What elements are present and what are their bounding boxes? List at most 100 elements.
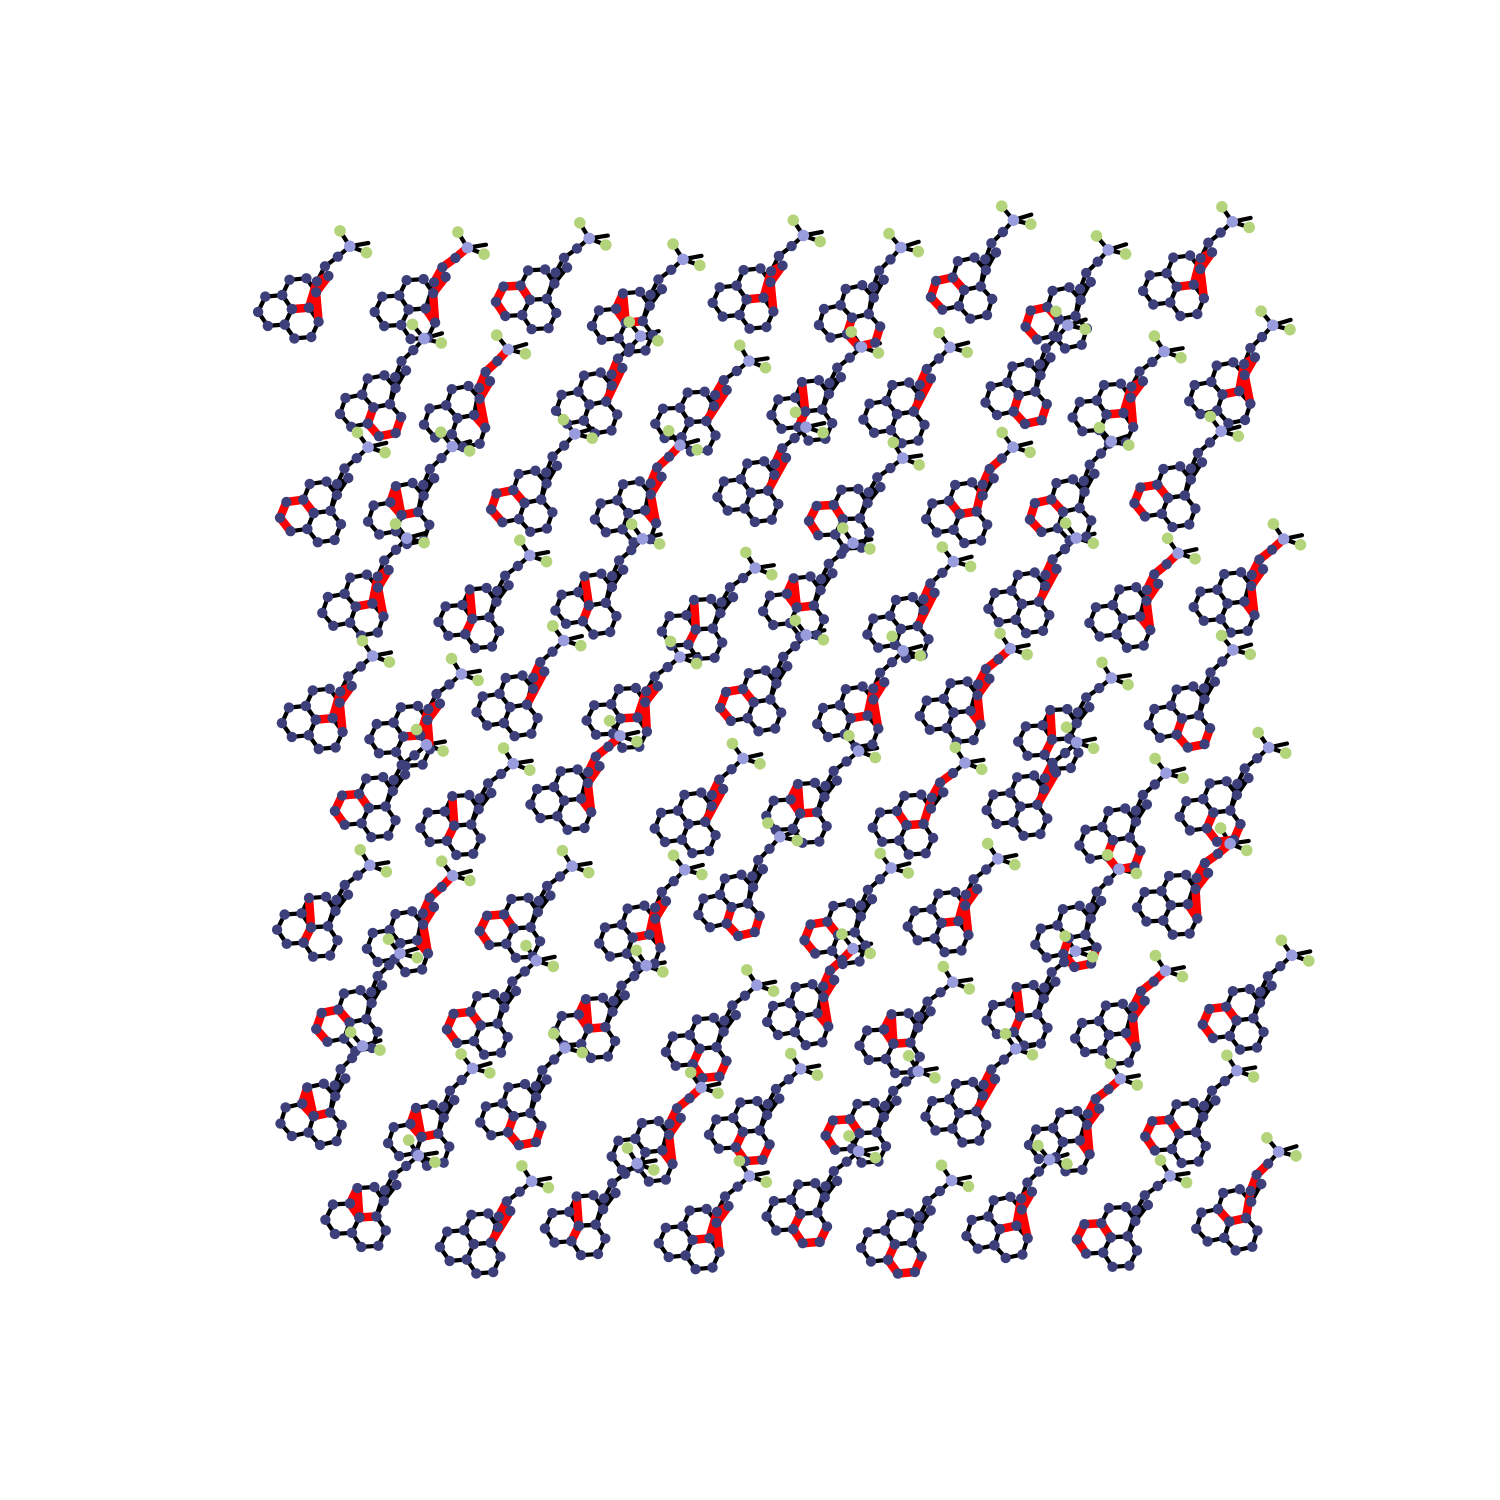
carbon-atom: [599, 922, 611, 933]
carbon-atom: [1022, 1233, 1033, 1244]
nitrogen-atom: [366, 650, 379, 662]
carbon-atom: [1105, 1232, 1116, 1243]
carbon-atom: [1082, 1108, 1093, 1120]
carbon-atom: [925, 1006, 936, 1017]
carbon-atom: [1139, 886, 1150, 898]
carbon-atom: [336, 790, 348, 801]
carbon-atom: [539, 666, 550, 677]
carbon-atom: [1103, 805, 1114, 817]
carbon-atom: [1107, 1261, 1118, 1273]
molecule-atoms: [550, 316, 664, 439]
carbon-atom: [830, 529, 841, 540]
fluorine-atom: [1149, 949, 1162, 962]
carbon-atom: [714, 774, 725, 785]
carbon-atom: [456, 1074, 467, 1086]
carbon-atom: [916, 1251, 927, 1262]
fluorine-atom: [964, 560, 977, 573]
fluorine-atom: [514, 534, 526, 546]
carbon-atom: [1115, 378, 1127, 389]
carbon-atom: [799, 935, 810, 946]
carbon-atom: [879, 677, 890, 688]
carbon-atom: [1188, 279, 1199, 290]
fluorine-atom: [913, 459, 925, 471]
carbon-atom: [408, 345, 419, 356]
carbon-atom: [738, 264, 749, 276]
carbon-atom: [1072, 707, 1083, 718]
carbon-atom: [1041, 952, 1052, 963]
carbon-atom: [468, 1035, 480, 1047]
carbon-atom: [583, 766, 594, 778]
carbon-atom: [966, 1214, 977, 1226]
carbon-atom: [1199, 739, 1210, 750]
carbon-atom: [984, 673, 995, 684]
nitrogen-atom: [945, 1174, 958, 1187]
carbon-atom: [808, 600, 819, 611]
carbon-atom: [855, 900, 867, 911]
fluorine-atom: [817, 634, 830, 646]
carbon-atom: [735, 474, 746, 485]
carbon-atom: [362, 516, 374, 527]
carbon-atom: [947, 767, 959, 779]
carbon-atom: [989, 587, 1000, 599]
fluorine-atom: [1247, 1071, 1260, 1083]
carbon-atom: [724, 582, 736, 593]
carbon-atom: [687, 1234, 698, 1246]
molecule-atoms: [275, 1026, 386, 1151]
nitrogen-atom: [896, 452, 909, 464]
carbon-atom: [1148, 976, 1160, 987]
carbon-atom: [714, 889, 726, 900]
carbon-atom: [912, 935, 923, 946]
carbon-atom: [683, 818, 694, 830]
carbon-atom: [600, 597, 611, 608]
carbon-atom: [1020, 721, 1031, 732]
carbon-atom: [1117, 998, 1129, 1009]
carbon-atom: [530, 1136, 541, 1148]
carbon-atom: [1198, 793, 1209, 805]
carbon-atom: [366, 832, 377, 843]
fluorine-atom: [657, 966, 669, 978]
carbon-atom: [792, 778, 804, 790]
carbon-atom: [1059, 343, 1071, 354]
carbon-atom: [726, 764, 737, 775]
carbon-atom: [623, 508, 634, 519]
carbon-atom: [948, 707, 959, 718]
fluorine-atom: [1104, 1057, 1117, 1070]
carbon-atom: [331, 489, 343, 501]
carbon-atom: [1039, 773, 1050, 784]
carbon-atom: [960, 900, 971, 911]
carbon-atom: [1097, 1247, 1109, 1258]
carbon-atom: [818, 614, 830, 625]
carbon-atom: [1245, 398, 1256, 409]
carbon-atom: [716, 597, 727, 608]
fluorine-atom: [1032, 1139, 1044, 1152]
nitrogen-atom: [530, 954, 543, 967]
carbon-atom: [846, 312, 858, 323]
molecule-atoms: [525, 715, 643, 835]
carbon-atom: [674, 402, 686, 413]
carbon-atom: [704, 1233, 715, 1244]
carbon-atom: [1141, 584, 1153, 596]
carbon-atom: [971, 506, 982, 517]
carbon-atom: [632, 712, 643, 723]
fluorine-atom: [374, 1044, 386, 1056]
carbon-atom: [586, 807, 597, 818]
molecule-atoms: [369, 226, 490, 345]
fluorine-atom: [726, 737, 739, 750]
carbon-atom: [1217, 389, 1228, 400]
carbon-atom: [329, 534, 340, 546]
carbon-atom: [484, 612, 495, 623]
carbon-atom: [356, 1241, 367, 1253]
carbon-atom: [890, 1067, 901, 1079]
carbon-atom: [1006, 585, 1017, 596]
carbon-atom: [573, 1220, 584, 1232]
carbon-atom: [1100, 1000, 1112, 1011]
carbon-atom: [885, 424, 897, 436]
fluorine-atom: [1189, 553, 1201, 565]
carbon-atom: [303, 1127, 314, 1138]
carbon-atom: [909, 905, 920, 917]
carbon-atom: [930, 275, 942, 287]
carbon-atom: [733, 930, 744, 942]
carbon-atom: [828, 499, 839, 511]
carbon-atom: [1039, 982, 1050, 993]
molecule-atoms: [362, 426, 476, 550]
